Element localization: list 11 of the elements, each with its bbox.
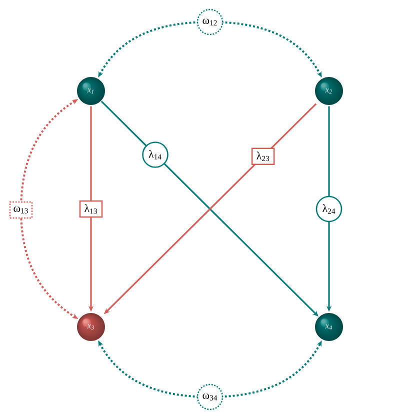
sphere: x$_{4}$ — [315, 313, 343, 341]
edge-label: λ$_{14}$ — [142, 142, 168, 168]
edge-label: λ$_{24}$ — [316, 196, 342, 222]
edge-label: λ$_{23}$ — [251, 148, 275, 166]
sphere: x$_{2}$ — [315, 77, 343, 105]
edge-label: ω$_{13}$ — [9, 201, 33, 219]
sphere: x$_{1}$ — [77, 77, 105, 105]
edge-label: λ$_{13}$ — [79, 200, 103, 218]
edge-label: ω$_{12}$ — [196, 8, 224, 36]
edge-label: ω$_{34}$ — [196, 384, 224, 410]
sphere: x$_{3}$ — [77, 313, 105, 341]
